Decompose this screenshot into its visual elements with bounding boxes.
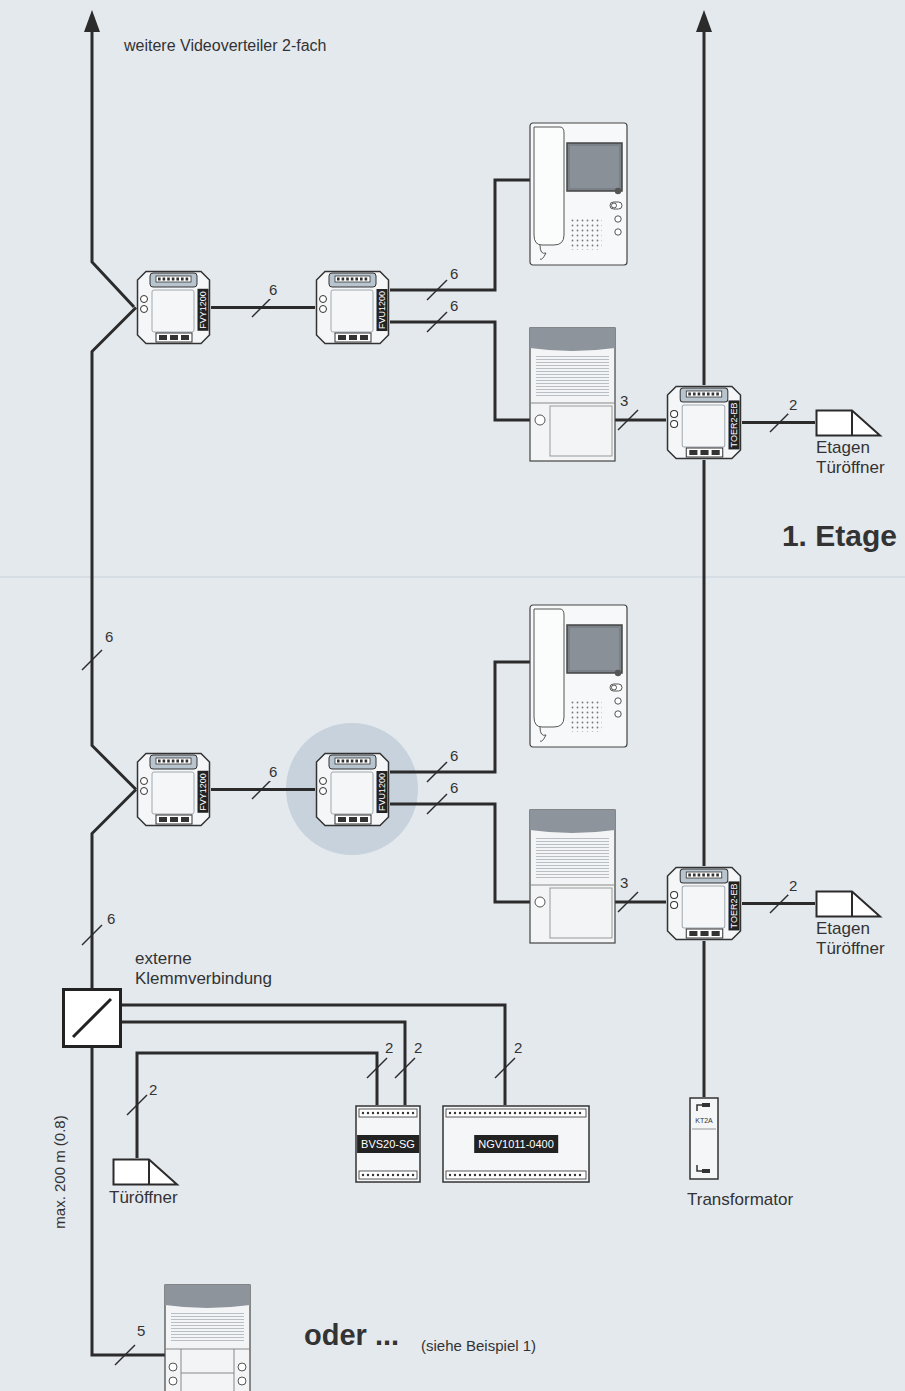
door-opener-caption: Türöffner	[109, 1188, 178, 1208]
floor-label: 1. Etage	[781, 519, 898, 553]
wire-count: 6	[106, 910, 116, 928]
connector-wire	[92, 790, 136, 989]
door-station	[530, 810, 615, 943]
device-type-label: TOER2-EB	[729, 881, 740, 930]
wire-count-tick	[770, 893, 790, 913]
connector-wire	[137, 1053, 377, 1158]
wire-count-tick	[252, 297, 272, 317]
device-type-label: NGV1011-0400	[474, 1135, 558, 1153]
device-type-label: FVY1200	[198, 289, 209, 331]
door-opener-symbol	[112, 1158, 180, 1186]
door-opener-caption: Etagen Türöffner	[816, 919, 901, 959]
riser-wire	[92, 28, 134, 307]
terminal-box: externe Klemmverbindung	[62, 988, 122, 1048]
connector-wire	[122, 1005, 505, 1105]
wire-count: 2	[148, 1081, 158, 1099]
device-type-label: FVU1200	[377, 288, 388, 330]
note-text: weitere Videoverteiler 2-fach	[123, 36, 327, 55]
door-opener: Etagen Türöffner	[815, 890, 901, 960]
transformer-type-label: KT2A	[695, 1117, 713, 1125]
monitor-wire	[390, 662, 530, 772]
door-opener-symbol	[815, 409, 883, 437]
arrow-head	[84, 10, 100, 32]
wire-count-tick	[252, 779, 272, 799]
wire-count: 6	[268, 763, 278, 781]
floor-divider	[0, 577, 905, 578]
connector-wire	[703, 941, 706, 1097]
distributor-module: FVU1200	[315, 752, 390, 827]
station-wire	[615, 901, 666, 904]
wire-count: 3	[619, 874, 629, 892]
wire-count: 5	[136, 1322, 146, 1340]
door-station	[530, 328, 615, 461]
wire-count: 2	[384, 1039, 394, 1057]
wire-count: 2	[413, 1039, 423, 1057]
note-text: (siehe Beispiel 1)	[420, 1337, 537, 1355]
terminal-diagonal	[65, 991, 119, 1045]
wire-count: 2	[513, 1039, 523, 1057]
station-wire	[390, 804, 530, 902]
wire-count-ticks	[115, 280, 638, 1365]
wire-count: 6	[104, 628, 114, 646]
connector-wire	[92, 308, 136, 790]
station-wire	[390, 322, 530, 420]
wire-count: 6	[268, 281, 278, 299]
dimension-label: max. 200 m (0.8)	[51, 1114, 69, 1229]
wire-count: 6	[449, 779, 459, 797]
riser-wire	[703, 28, 706, 385]
device-type-label: TOER2-EB	[729, 400, 740, 449]
distributor-module: TOER2-EB	[666, 385, 742, 460]
wires	[92, 28, 704, 1355]
door-opener: Etagen Türöffner	[815, 409, 901, 479]
wire-count: 6	[449, 265, 459, 283]
wire-count: 3	[619, 392, 629, 410]
device-type-label: FVU1200	[377, 770, 388, 812]
wire-count-tick	[495, 1058, 515, 1078]
connector-wire	[122, 1022, 405, 1105]
wire-count-tick	[770, 412, 790, 432]
wire-count: 6	[449, 297, 459, 315]
wire-count: 2	[788, 877, 798, 895]
wire-count: 6	[449, 747, 459, 765]
device-type-label: BVS20-SG	[357, 1135, 419, 1153]
video-monitor	[530, 123, 627, 265]
door-opener: Türöffner	[112, 1158, 202, 1213]
wire-count-tick	[82, 925, 102, 945]
device-type-label: FVY1200	[198, 771, 209, 813]
din-rail-device: BVS20-SG	[355, 1105, 421, 1183]
wire-count-tick	[82, 650, 102, 670]
distributor-module: FVU1200	[315, 270, 390, 345]
distributor-module: FVY1200	[136, 270, 211, 345]
din-rail-device: NGV1011-0400	[442, 1105, 590, 1183]
transformer: KT2ATransformator	[689, 1097, 719, 1180]
connector-wire	[703, 460, 706, 866]
wire-count-tick	[395, 1058, 415, 1078]
door-opener-symbol	[815, 890, 883, 918]
wire-count-tick	[367, 1058, 387, 1078]
monitor-wire	[390, 180, 530, 290]
door-station	[165, 1285, 250, 1391]
transformer-caption: Transformator	[687, 1190, 793, 1210]
station-wire	[615, 419, 666, 422]
distributor-module: TOER2-EB	[666, 866, 742, 941]
arrow-head	[696, 10, 712, 32]
video-monitor	[530, 605, 627, 747]
terminal-heading: externe Klemmverbindung	[135, 949, 305, 989]
wire-count: 2	[788, 396, 798, 414]
distributor-module: FVY1200	[136, 752, 211, 827]
note-text: oder ...	[303, 1318, 400, 1352]
transformer-outline	[689, 1097, 719, 1180]
door-opener-caption: Etagen Türöffner	[816, 438, 901, 478]
